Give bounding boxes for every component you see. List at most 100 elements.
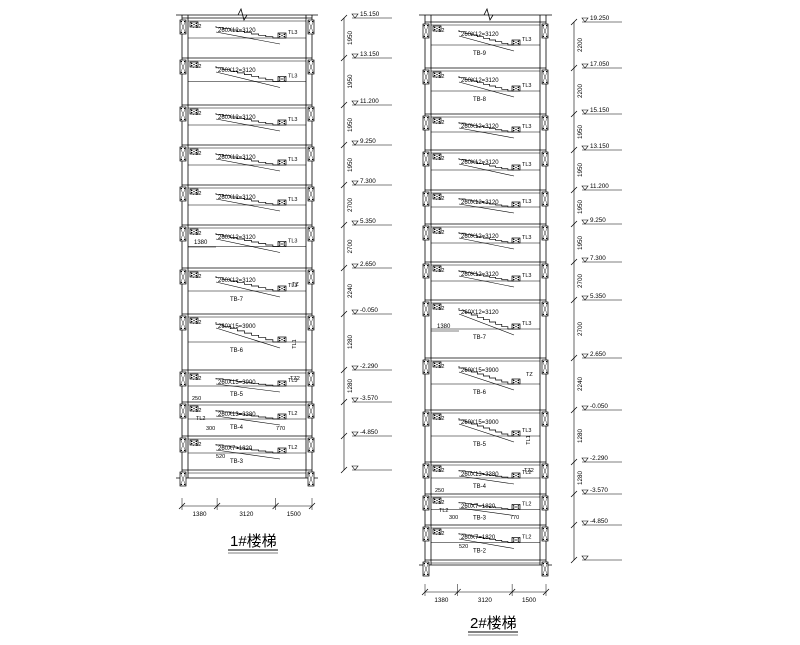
wall-column-left-cross	[422, 359, 430, 375]
wall-column-left-dot	[423, 237, 426, 240]
wall-column-right-dot	[545, 152, 548, 155]
wall-column-right-dot	[545, 35, 548, 38]
wall-column-left-dot	[426, 538, 429, 541]
landing-beam-cross	[511, 378, 521, 385]
dimension-value: 2200	[577, 38, 584, 53]
wall-column-left-dot	[423, 264, 426, 267]
wall-column-right	[541, 526, 549, 542]
wall-column-left-cross	[422, 225, 430, 241]
beam-label: TL3	[522, 124, 531, 130]
wall-column-left-dot	[423, 371, 426, 374]
wall-column-left-dot	[426, 163, 429, 166]
landing-beam-cross	[432, 227, 442, 234]
wall-column-right-dot	[542, 264, 545, 267]
landing-beam	[189, 21, 199, 28]
break-mark	[237, 7, 248, 22]
landing-beam-cross	[511, 126, 521, 133]
wall-column-left-dot	[423, 24, 426, 27]
wall-column-right	[307, 471, 315, 487]
dimension-value: 2700	[577, 322, 584, 337]
beam-label: TL2	[522, 470, 531, 476]
wall-column-left-dot	[180, 31, 183, 34]
wall-column-left-cross	[179, 226, 187, 242]
wall-column-left-dot	[426, 302, 429, 305]
wall-column-right-cross	[541, 23, 549, 39]
landing-beam	[511, 164, 521, 171]
wall-column-left-dot	[183, 383, 186, 386]
dimension-tick	[570, 458, 578, 466]
landing-beam-cross	[432, 193, 442, 200]
landing-beam-cross	[277, 336, 287, 343]
wall-column-right-cross	[307, 437, 315, 453]
wall-column-right-dot	[308, 472, 311, 475]
dimension-value: 300	[206, 426, 215, 432]
wall-column-right-dot	[545, 507, 548, 510]
wall-column-left	[422, 191, 430, 207]
level-marker-triangle	[581, 185, 589, 191]
stair-flight	[215, 276, 280, 292]
wall-column-right	[307, 226, 315, 242]
landing-beam	[432, 153, 442, 160]
stair-flight	[215, 113, 280, 126]
level-marker-triangle	[351, 13, 359, 19]
wall-column-right	[541, 463, 549, 479]
wall-column-left-cross	[179, 471, 187, 487]
level-marker-triangle	[581, 63, 589, 69]
wall-column-left-cross	[422, 463, 430, 479]
wall-column-left-cross	[179, 269, 187, 285]
wall-column-left-dot	[183, 270, 186, 273]
flight-label: 260X15=3900	[218, 380, 256, 386]
wall-column-right-cross	[541, 225, 549, 241]
stair-flight	[458, 76, 514, 92]
wall-column-left	[422, 561, 430, 577]
wall-column-left-dot	[426, 464, 429, 467]
dimension-value: 1280	[577, 471, 584, 486]
landing-beam-cross	[277, 199, 287, 206]
beam-label: TL3	[288, 117, 297, 123]
beam-label: TL3	[288, 197, 297, 203]
dimension-tick	[340, 54, 348, 62]
dimension-tick	[340, 466, 348, 474]
landing-beam-cross	[189, 108, 199, 115]
level-marker-triangle	[351, 365, 359, 371]
wall-column-left	[422, 225, 430, 241]
wall-column-right-dot	[308, 118, 311, 121]
wall-column-left-cross	[422, 151, 430, 167]
wall-column-right-dot	[542, 313, 545, 316]
landing-beam-cross	[277, 76, 287, 82]
wall-column-left-dot	[426, 412, 429, 415]
dimension-tick	[570, 220, 578, 228]
generated-geometry: 15.150195013.150195011.20019509.25019507…	[178, 11, 622, 604]
landing-beam-cross	[511, 472, 521, 479]
flight-label: 260X12=3120	[461, 124, 499, 130]
landing-beam	[277, 199, 287, 206]
landing-beam	[511, 323, 521, 330]
wall-column-left-dot	[183, 71, 186, 74]
landing-beam	[189, 108, 199, 115]
wall-column-right	[307, 186, 315, 202]
wall-column-right-dot	[311, 158, 314, 161]
landing-beam	[511, 275, 521, 282]
stair-flight	[215, 378, 280, 387]
dimension-value: 2200	[577, 84, 584, 99]
dimension-tick	[570, 18, 578, 26]
wall-column-left-dot	[180, 20, 183, 23]
stair-flight-soffit	[215, 449, 281, 460]
wall-column-left-dot	[423, 152, 426, 155]
landing-beam-cross	[432, 153, 442, 160]
wall-column-left-dot	[180, 147, 183, 150]
wall-column-left-dot	[426, 226, 429, 229]
dimension-tick	[570, 146, 578, 154]
flight-tb-label: TB-7	[230, 297, 244, 303]
wall-column-right-dot	[542, 70, 545, 73]
wall-column-right-dot	[545, 527, 548, 530]
level-marker-text: -2.290	[590, 455, 608, 462]
landing-beam-cross	[277, 119, 287, 126]
dimension-tick	[570, 110, 578, 118]
wall-column-right-dot	[542, 538, 545, 541]
dimension-value: 2240	[577, 377, 584, 392]
dimension-tick	[570, 406, 578, 414]
landing-beam-cross	[511, 201, 521, 208]
level-marker-triangle	[351, 100, 359, 106]
wall-column-right-dot	[542, 475, 545, 478]
